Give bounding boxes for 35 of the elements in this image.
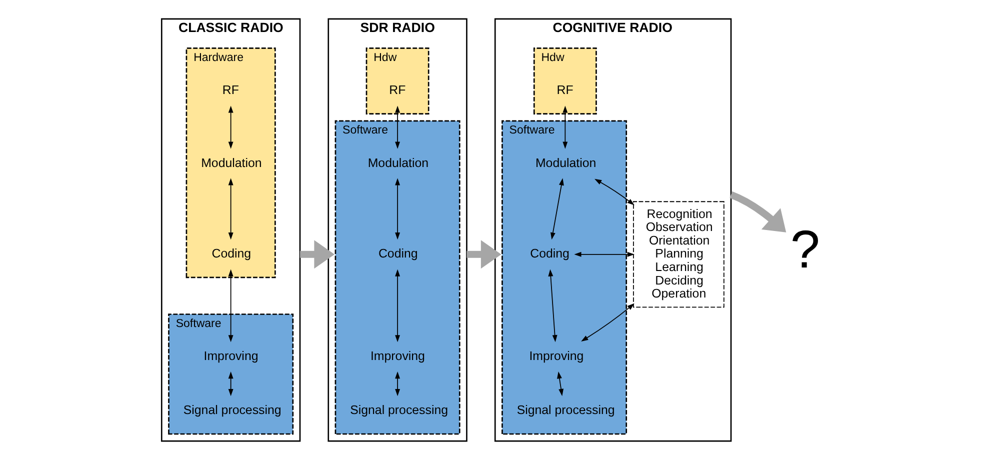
node-text: Improving bbox=[528, 349, 584, 364]
arrow bbox=[394, 372, 400, 396]
node-text: Signal processing bbox=[516, 403, 614, 418]
arrow bbox=[562, 106, 568, 149]
arrow bbox=[228, 269, 233, 342]
node-text: ? bbox=[790, 220, 820, 280]
arrow bbox=[729, 191, 786, 232]
node-text: Modulation bbox=[534, 156, 596, 170]
arrow bbox=[574, 252, 634, 257]
node-text: Modulation bbox=[367, 156, 428, 170]
node-text: Signal processing bbox=[182, 403, 281, 418]
node-text: Coding bbox=[378, 246, 418, 261]
arrow bbox=[300, 240, 334, 269]
node-text: Improving bbox=[370, 349, 424, 364]
node-box: Recognition Observation Orientation Planning Learning Deciding Operation bbox=[632, 201, 724, 308]
node-text: Signal processing bbox=[350, 403, 448, 418]
arrow bbox=[580, 303, 634, 342]
node-text: RF bbox=[556, 83, 573, 98]
node-text: RF bbox=[222, 83, 238, 98]
node-text: RF bbox=[388, 83, 406, 98]
arrow bbox=[394, 178, 400, 240]
node-text: Coding bbox=[211, 246, 251, 261]
arrow bbox=[548, 269, 557, 342]
node-text: Improving bbox=[203, 349, 258, 364]
node-text: Modulation bbox=[200, 156, 262, 170]
arrow bbox=[556, 372, 564, 396]
arrow bbox=[550, 178, 564, 240]
arrow bbox=[394, 106, 400, 149]
arrow bbox=[594, 178, 634, 206]
node-text: Coding bbox=[530, 246, 569, 261]
arrow bbox=[228, 106, 233, 149]
arrow bbox=[394, 269, 400, 342]
arrow bbox=[228, 372, 233, 396]
arrow bbox=[228, 178, 233, 240]
arrow bbox=[466, 240, 501, 269]
